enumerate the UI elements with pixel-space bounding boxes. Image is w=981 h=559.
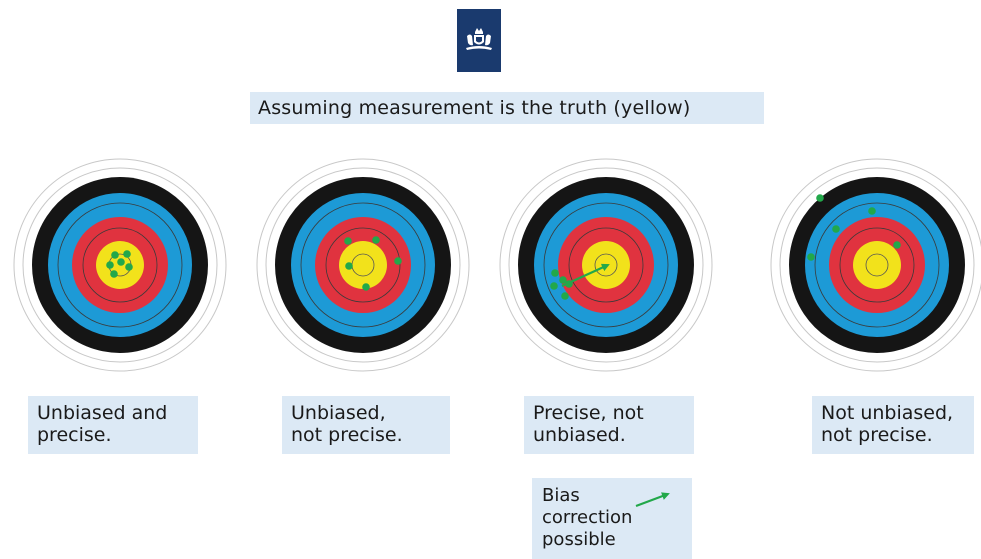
caption-line: Unbiased, <box>291 402 386 424</box>
shot-dot <box>372 236 380 244</box>
shot-dot <box>559 276 567 284</box>
shot-dot <box>807 253 815 261</box>
caption-precise-not-unbiased: Precise, not unbiased. <box>524 396 694 454</box>
shot-dot <box>816 194 824 202</box>
shot-dot <box>561 292 569 300</box>
shot-dot <box>106 261 114 269</box>
royal-coat-of-arms-logo <box>457 9 501 72</box>
caption-line: not precise. <box>821 424 933 446</box>
shot-dot <box>110 270 118 278</box>
caption-unbiased-precise: Unbiased and precise. <box>28 396 198 454</box>
bias-correction-note: Bias correction possible <box>532 478 692 559</box>
shot-dot <box>117 258 125 266</box>
shot-dot <box>123 250 131 258</box>
caption-line: Unbiased and <box>37 402 168 424</box>
caption-line: precise. <box>37 424 112 446</box>
shot-dot <box>111 251 119 259</box>
note-line: Bias <box>542 485 580 506</box>
shot-dot <box>551 269 559 277</box>
green-arrow-icon <box>635 492 670 508</box>
caption-not-unbiased-not-precise: Not unbiased, not precise. <box>812 396 974 454</box>
shot-dot <box>125 263 133 271</box>
archery-target-1 <box>13 158 227 372</box>
shot-dot <box>344 237 352 245</box>
shot-dot <box>345 262 353 270</box>
shot-dot <box>550 282 558 290</box>
archery-target-2 <box>256 158 470 372</box>
note-line: possible <box>542 529 616 550</box>
note-line: correction <box>542 507 633 528</box>
caption-line: unbiased. <box>533 424 626 446</box>
caption-unbiased-not-precise: Unbiased, not precise. <box>282 396 450 454</box>
archery-target-3 <box>499 158 713 372</box>
shot-dot <box>832 225 840 233</box>
bias-correction-arrow <box>561 263 610 288</box>
caption-line: not precise. <box>291 424 403 446</box>
caption-line: Precise, not <box>533 402 644 424</box>
shot-dot <box>893 241 901 249</box>
shot-dot <box>394 257 402 265</box>
archery-target-4 <box>770 158 981 372</box>
caption-line: Not unbiased, <box>821 402 954 424</box>
page-title: Assuming measurement is the truth (yello… <box>250 92 764 124</box>
shot-dot <box>362 283 370 291</box>
shot-dot <box>868 207 876 215</box>
